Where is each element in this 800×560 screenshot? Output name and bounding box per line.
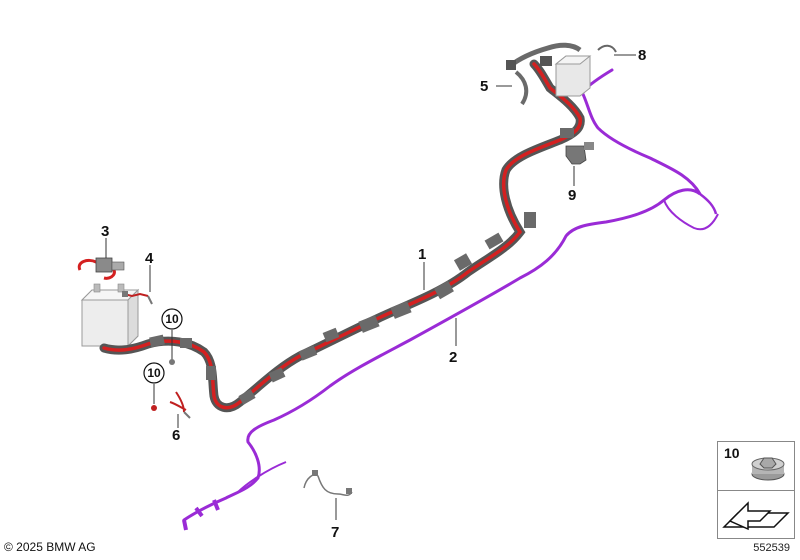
callout-4: 4 (145, 250, 154, 267)
rear-battery-part-8 (554, 44, 636, 97)
legend-part-number: 10 (724, 445, 740, 461)
callout-10-upper: 10 (165, 312, 179, 326)
ground-lead-part-4 (122, 265, 153, 305)
callout-9: 9 (568, 187, 576, 204)
orientation-arrow-icon (722, 501, 790, 531)
sensor-cable-part-7 (303, 470, 353, 520)
callout-5: 5 (480, 78, 488, 95)
signal-cable-part-2 (182, 68, 719, 531)
nut-part-10-upper (169, 330, 175, 365)
nut-part-10-lower (151, 384, 157, 411)
positive-battery-cable-part-1 (99, 59, 585, 413)
front-battery (80, 283, 140, 348)
callout-2: 2 (449, 349, 457, 366)
callout-1: 1 (418, 246, 426, 263)
bracket-part-9 (565, 142, 594, 186)
ground-cable-part-6 (169, 391, 191, 428)
legend-part-cell: 10 (718, 442, 794, 491)
battery-terminal-part-3 (77, 238, 125, 280)
diagram-number: 552539 (753, 542, 790, 554)
callout-8: 8 (638, 47, 646, 64)
copyright-notice: © 2025 BMW AG (4, 540, 96, 554)
callout-6: 6 (172, 427, 180, 444)
hex-nut-icon (751, 457, 785, 481)
legend-panel: 10 (717, 441, 795, 539)
callout-3: 3 (101, 223, 109, 240)
harness-part-5 (496, 42, 582, 106)
callout-10-lower: 10 (147, 366, 161, 380)
callout-7: 7 (331, 524, 339, 541)
